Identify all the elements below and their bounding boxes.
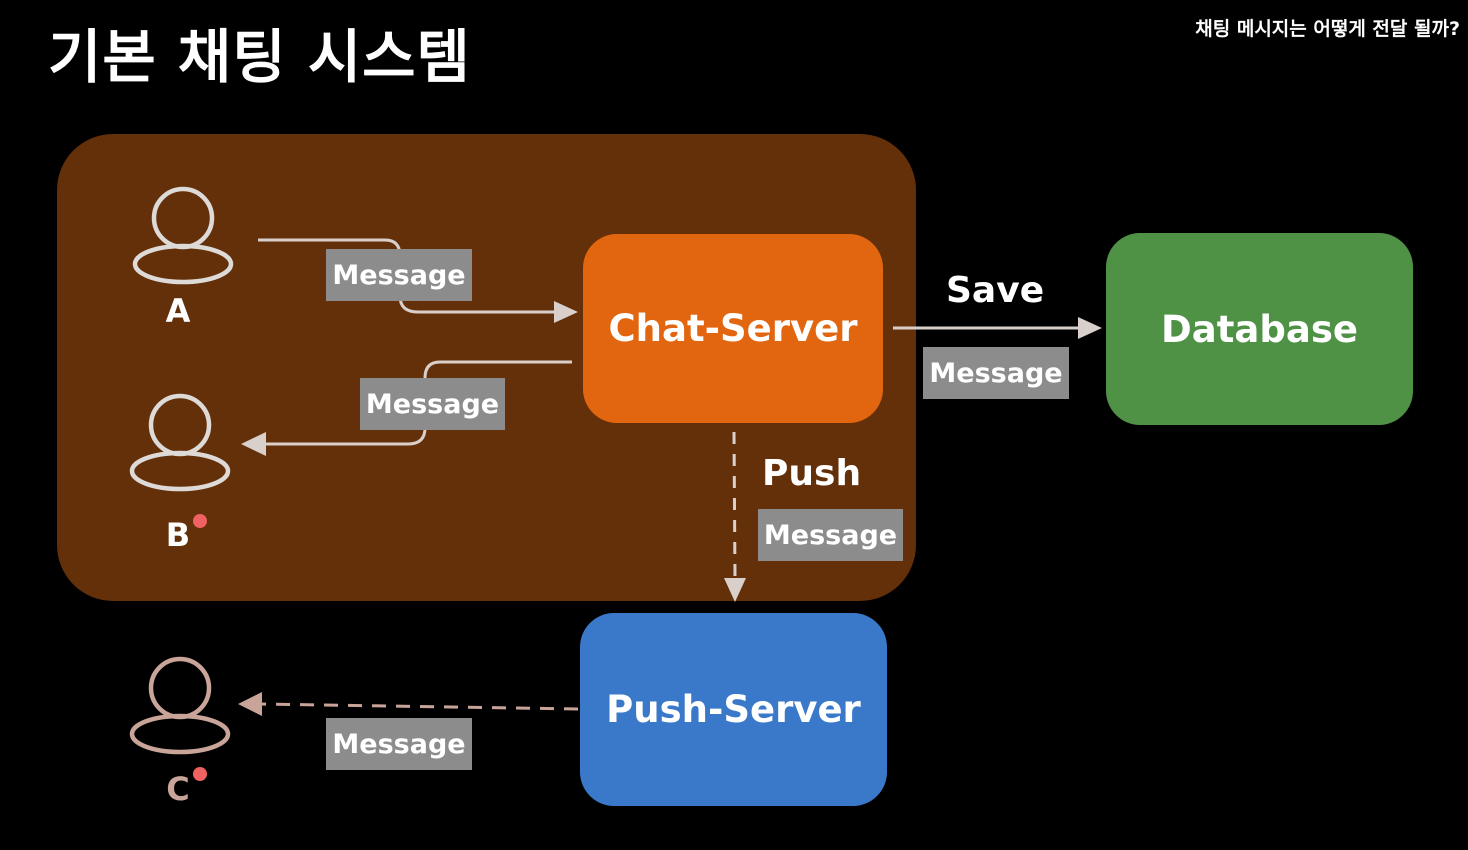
user-b-label: B — [165, 516, 191, 554]
push-server-box: Push-Server — [580, 613, 887, 806]
user-b-notification-dot — [193, 514, 207, 528]
arrowhead-database — [1078, 317, 1102, 339]
database-box: Database — [1106, 233, 1413, 425]
arrowhead-push-server — [724, 578, 746, 602]
user-b-icon — [129, 393, 231, 492]
arrowhead-chat-server — [554, 301, 578, 323]
arrow-chat-server-to-push-server — [732, 431, 737, 579]
arrowhead-user-c — [238, 692, 262, 716]
slide-subtitle: 채팅 메시지는 어떻게 전달 될까? — [1195, 18, 1460, 40]
message-tag-chat-to-database: Message — [923, 347, 1069, 399]
user-c-notification-dot — [193, 767, 207, 781]
save-label: Save — [946, 270, 1045, 311]
arrow-push-server-to-c — [261, 702, 579, 711]
message-tag-a-to-chat: Message — [326, 249, 472, 301]
user-a-label: A — [165, 292, 191, 330]
message-tag-chat-to-push: Message — [758, 509, 903, 561]
message-tag-chat-to-b: Message — [360, 378, 505, 430]
user-a-icon — [132, 186, 234, 285]
chat-server-box: Chat-Server — [583, 234, 883, 423]
user-c-label: C — [166, 770, 190, 808]
message-tag-push-to-c: Message — [326, 718, 472, 770]
user-c-icon — [129, 656, 231, 755]
slide-title: 기본 채팅 시스템 — [48, 23, 471, 91]
push-label: Push — [762, 453, 862, 494]
arrowhead-user-b — [241, 432, 266, 456]
